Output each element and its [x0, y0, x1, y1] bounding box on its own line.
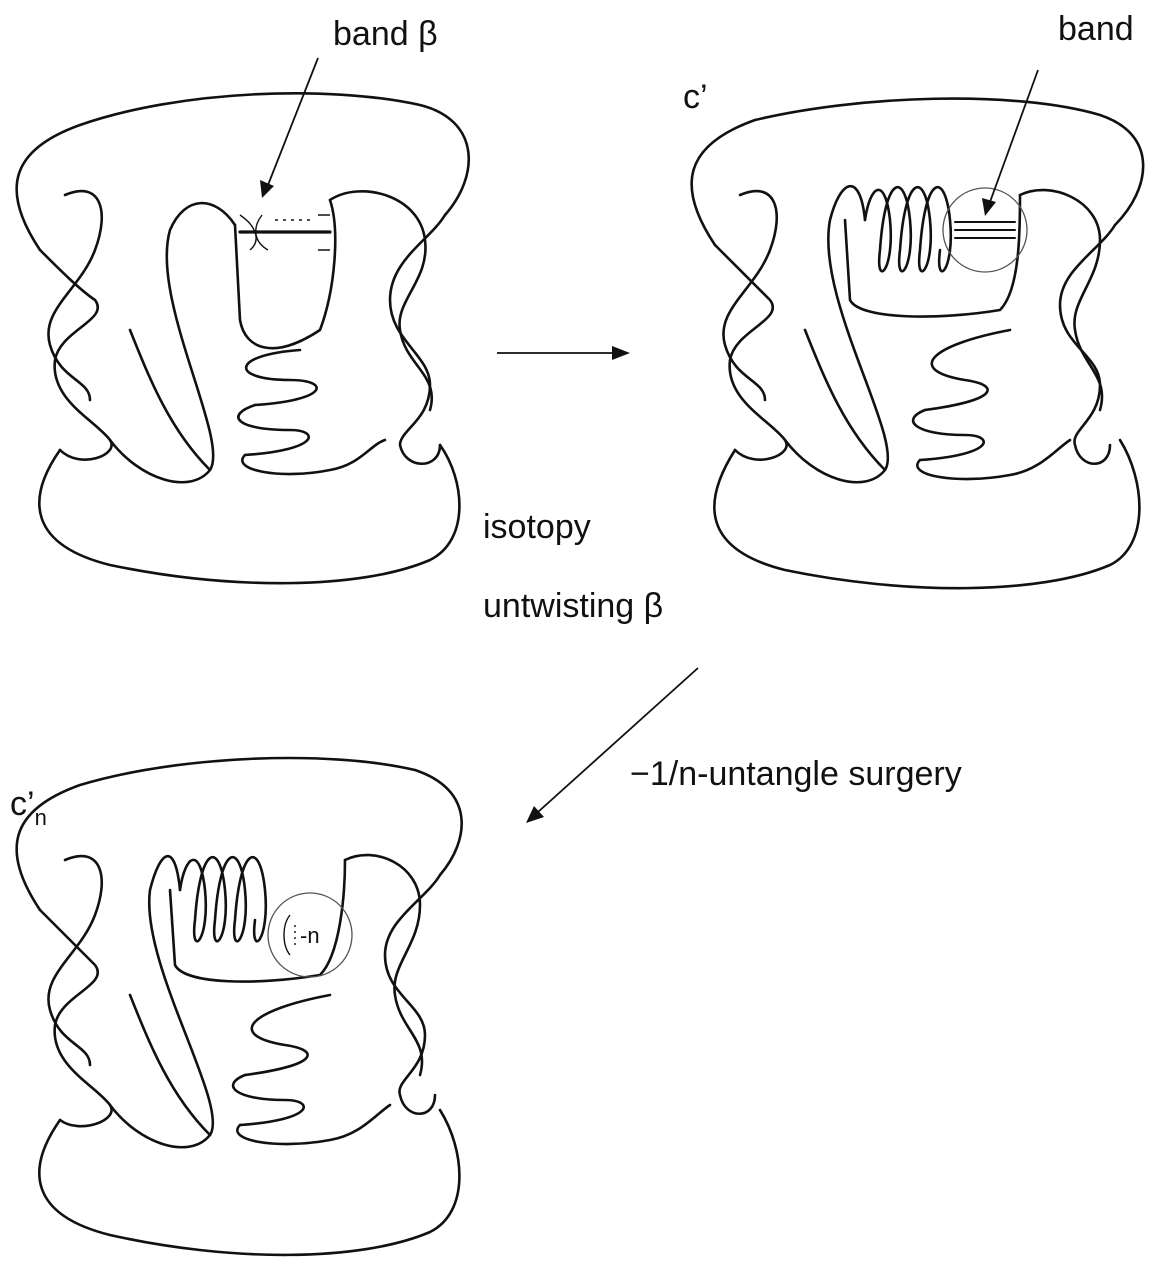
panel-c-prime: [692, 99, 1144, 589]
panel-original-knot: [17, 93, 469, 583]
label-c-prime: c’: [683, 78, 708, 116]
label-c-prime-n-subscript: n: [35, 805, 47, 830]
label-isotopy: isotopy: [483, 508, 591, 546]
arrow-band-beta: [260, 58, 318, 198]
arrow-band: [982, 70, 1038, 216]
label-band-beta: band β: [333, 15, 438, 53]
label-band: band: [1058, 10, 1134, 48]
label-minus-n: -n: [300, 923, 320, 948]
arrow-isotopy: [497, 346, 630, 360]
panel-c-prime-n: [17, 758, 462, 1255]
label-c-prime-n: c’n: [10, 785, 47, 830]
label-surgery: −1/n-untangle surgery: [630, 755, 962, 793]
arrow-surgery: [526, 668, 698, 823]
label-untwisting: untwisting β: [483, 587, 663, 625]
label-c-prime-n-base: c’: [10, 785, 35, 823]
